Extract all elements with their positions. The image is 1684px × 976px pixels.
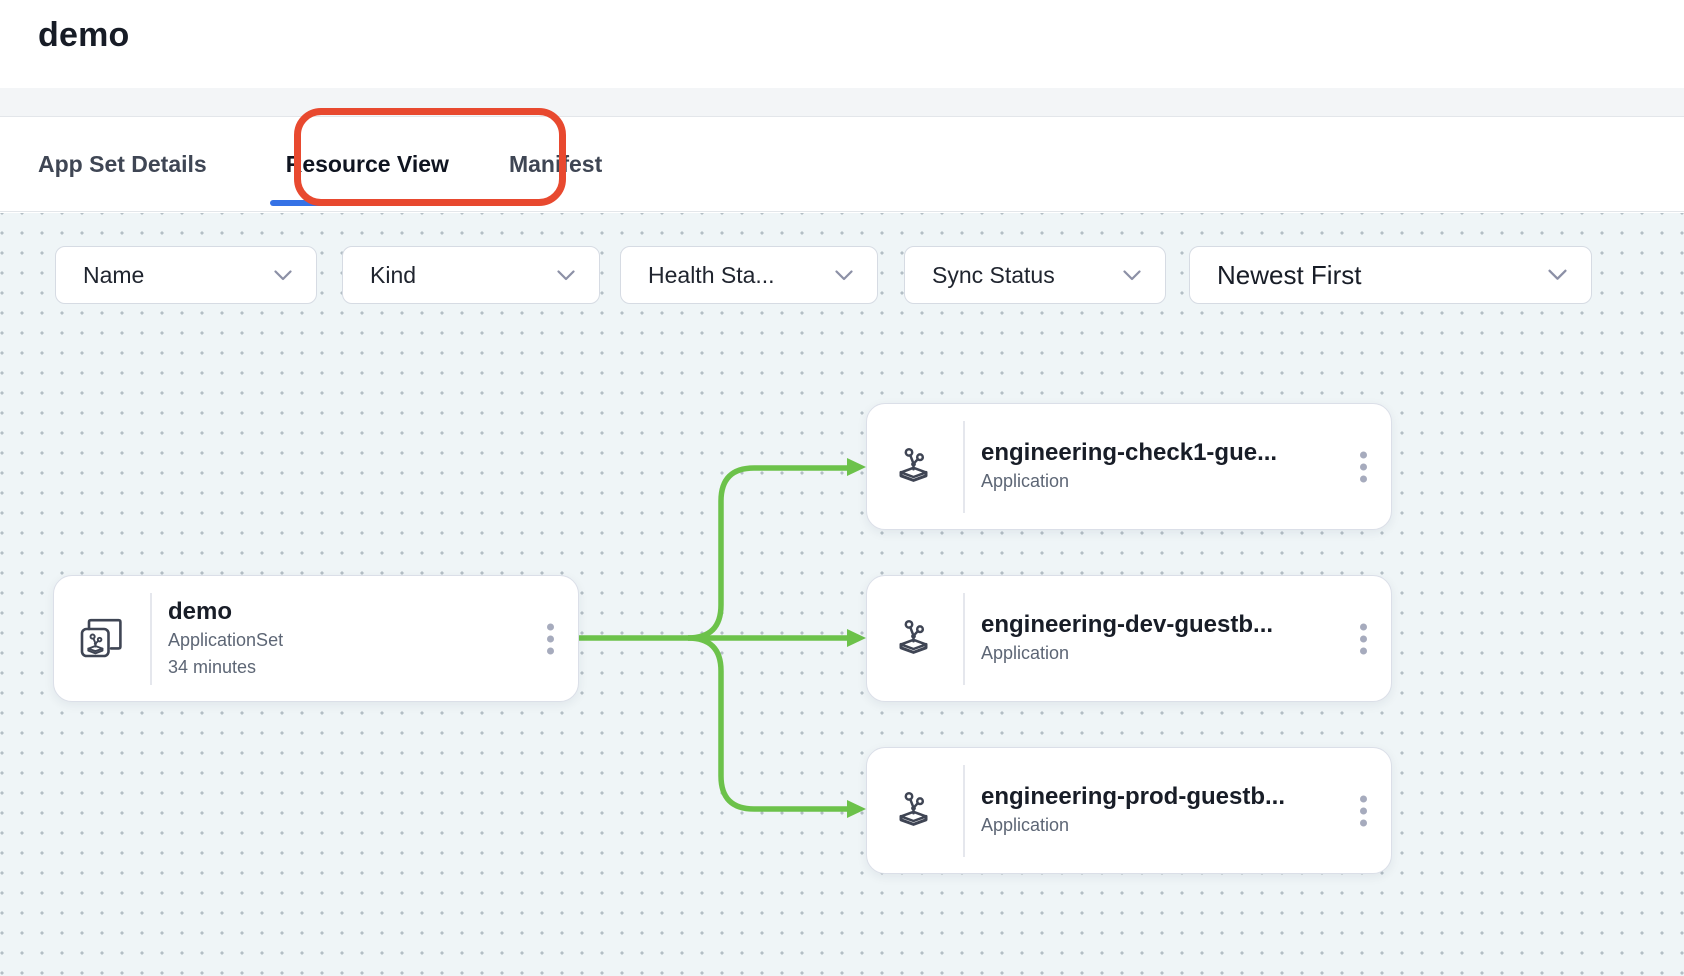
node-kind: Application [981, 471, 1070, 491]
node-application-dev[interactable]: engineering-dev-guestb... Application [866, 575, 1392, 702]
resource-graph-canvas: Name Kind Health Sta... Sync Status Newe… [0, 213, 1684, 976]
filter-kind-dropdown[interactable]: Kind [342, 246, 600, 304]
node-title: engineering-check1-gue... [981, 439, 1278, 466]
application-icon [867, 445, 963, 489]
tab-label: App Set Details [38, 150, 207, 177]
application-icon [867, 617, 963, 661]
chevron-down-icon [835, 269, 853, 281]
header-divider-band [0, 88, 1684, 116]
filter-health-status-dropdown[interactable]: Health Sta... [620, 246, 878, 304]
filter-name-label: Name [83, 261, 145, 288]
chevron-down-icon [557, 269, 575, 281]
kebab-menu[interactable] [1354, 445, 1373, 488]
node-applicationset-demo[interactable]: demo ApplicationSet 34 minutes [53, 575, 579, 702]
node-age: 34 minutes [168, 656, 257, 677]
arrowhead-icon [847, 629, 866, 647]
tab-manifest[interactable]: Manifest [509, 117, 602, 211]
arrowhead-icon [847, 458, 866, 476]
sort-order-dropdown[interactable]: Newest First [1189, 246, 1592, 304]
card-divider [963, 420, 965, 513]
filter-sync-status-dropdown[interactable]: Sync Status [904, 246, 1166, 304]
tab-resource-view[interactable]: Resource View [269, 117, 455, 211]
tab-bar: App Set Details Resource View Manifest [0, 116, 1684, 212]
card-divider [963, 592, 965, 685]
filter-health-label: Health Sta... [648, 261, 775, 288]
page-header: demo [0, 0, 1684, 88]
node-title: demo [168, 597, 233, 625]
tab-app-set-details[interactable]: App Set Details [38, 117, 207, 211]
kebab-menu[interactable] [1354, 617, 1373, 660]
active-tab-underline [269, 200, 455, 206]
tab-label: Resource View [285, 150, 449, 177]
node-title: engineering-prod-guestb... [981, 783, 1285, 810]
filter-kind-label: Kind [370, 261, 417, 288]
node-title: engineering-dev-guestb... [981, 611, 1274, 638]
filter-sync-label: Sync Status [932, 261, 1055, 288]
card-divider [150, 592, 152, 685]
node-kind: Application [981, 643, 1070, 663]
applicationset-icon [54, 613, 150, 665]
arrowhead-icon [847, 800, 866, 818]
node-kind: Application [981, 815, 1070, 835]
chevron-down-icon [1123, 269, 1141, 281]
page-title: demo [38, 16, 130, 54]
card-divider [963, 764, 965, 857]
node-application-prod[interactable]: engineering-prod-guestb... Application [866, 747, 1392, 874]
tab-label: Manifest [508, 150, 603, 177]
chevron-down-icon [1548, 269, 1567, 281]
kebab-menu[interactable] [541, 617, 560, 660]
filter-name-dropdown[interactable]: Name [55, 246, 317, 304]
node-kind: ApplicationSet [168, 629, 284, 650]
sort-order-value: Newest First [1217, 259, 1362, 290]
kebab-menu[interactable] [1354, 789, 1373, 832]
node-application-check1[interactable]: engineering-check1-gue... Application [866, 403, 1392, 530]
chevron-down-icon [274, 269, 292, 281]
application-icon [867, 789, 963, 833]
